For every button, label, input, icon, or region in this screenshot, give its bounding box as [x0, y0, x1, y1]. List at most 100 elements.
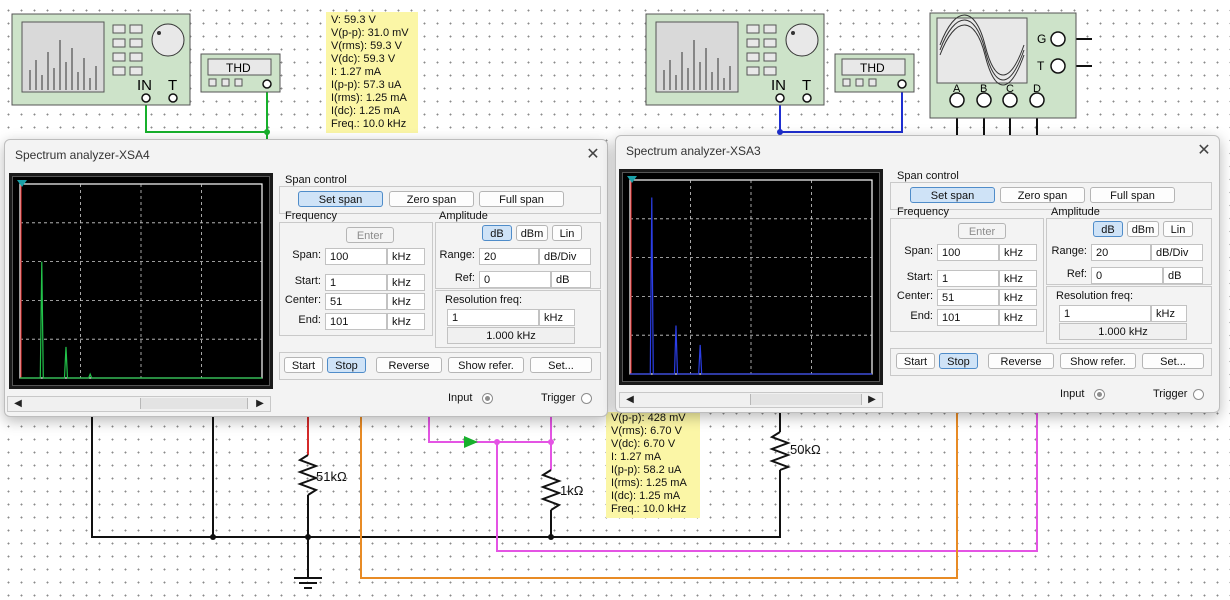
close-icon[interactable]: ✕ [1197, 142, 1211, 159]
wire-black-left[interactable] [91, 415, 308, 538]
close-icon[interactable]: ✕ [586, 146, 600, 163]
amplitude-label: Amplitude [439, 210, 488, 222]
scroll-right-icon[interactable]: ▶ [868, 394, 876, 405]
thd-meter-icon-left[interactable] [200, 53, 281, 93]
set-span-button[interactable]: Set span [910, 187, 995, 203]
resistor-r1[interactable] [297, 454, 319, 496]
wire-orange[interactable] [360, 408, 958, 579]
input-radio[interactable] [1094, 389, 1105, 400]
wire-magenta-loop[interactable] [496, 408, 1038, 552]
resistor-r3[interactable] [769, 431, 791, 471]
spectrum-display[interactable] [9, 173, 273, 389]
show-refer-button[interactable]: Show refer. [1060, 353, 1136, 369]
probe-line: I(dc): 1.25 mA [611, 490, 681, 502]
scope-channel-a: A [953, 83, 961, 95]
stop-button[interactable]: Stop [939, 353, 978, 369]
spectrum-analyzer-window-xsa4[interactable]: Spectrum analyzer-XSA4 ✕ ◀ ▶ Span contro… [4, 139, 608, 417]
scroll-thumb[interactable] [140, 398, 248, 409]
probe-line: Freq.: 10.0 kHz [331, 118, 407, 130]
probe-line: Freq.: 10.0 kHz [611, 503, 687, 515]
dbm-button[interactable]: dBm [516, 225, 548, 241]
zero-span-button[interactable]: Zero span [1000, 187, 1085, 203]
thd-meter-icon-right[interactable] [834, 53, 915, 93]
marker-handle-icon[interactable] [627, 176, 637, 183]
wire-blue[interactable] [779, 88, 903, 133]
ref-input[interactable]: 0 [1091, 267, 1163, 284]
trigger-radio[interactable] [581, 393, 592, 404]
signal-arrow-icon [464, 436, 478, 448]
wires [91, 38, 1092, 579]
display-scrollbar[interactable]: ◀ ▶ [7, 396, 271, 412]
center-label: Center: [896, 290, 933, 302]
db-button[interactable]: dB [1093, 221, 1123, 237]
range-unit: dB/Div [539, 248, 591, 265]
trigger-radio[interactable] [1193, 389, 1204, 400]
end-input[interactable]: 101 [325, 313, 387, 330]
display-scrollbar[interactable]: ◀ ▶ [619, 392, 883, 408]
resolution-input[interactable]: 1 [447, 309, 539, 326]
thd-right-label: THD [860, 61, 885, 75]
resistor-r2[interactable] [540, 469, 562, 511]
spectrum-analyzer-window-xsa3[interactable]: Spectrum analyzer-XSA3 ✕ ◀ ▶ Span contro… [615, 135, 1220, 413]
set-span-button[interactable]: Set span [298, 191, 383, 207]
probe-readout-top[interactable]: V: 59.3 V V(p-p): 31.0 mV V(rms): 59.3 V… [326, 12, 418, 133]
end-input[interactable]: 101 [937, 309, 999, 326]
input-radio[interactable] [482, 393, 493, 404]
range-input[interactable]: 20 [1091, 244, 1151, 261]
lin-button[interactable]: Lin [552, 225, 582, 241]
enter-button[interactable]: Enter [346, 227, 394, 243]
scroll-right-icon[interactable]: ▶ [256, 398, 264, 409]
resistor-r3-label: 50kΩ [790, 442, 821, 457]
start-input[interactable]: 1 [937, 270, 999, 287]
enter-button[interactable]: Enter [958, 223, 1006, 239]
spectrum-analyzer-icon-xsa4[interactable] [11, 13, 191, 106]
end-unit: kHz [999, 309, 1037, 326]
dbm-button[interactable]: dBm [1127, 221, 1159, 237]
marker-handle-icon[interactable] [17, 180, 27, 187]
resolution-input[interactable]: 1 [1059, 305, 1151, 322]
span-input[interactable]: 100 [325, 248, 387, 265]
span-input[interactable]: 100 [937, 244, 999, 261]
spectrum-trace [20, 261, 262, 379]
xsa3-t-label: T [802, 77, 811, 94]
center-input[interactable]: 51 [937, 289, 999, 306]
set-button[interactable]: Set... [530, 357, 592, 373]
start-unit: kHz [387, 274, 425, 291]
span-label: Span: [292, 249, 321, 261]
oscilloscope-icon[interactable] [929, 12, 1077, 119]
reverse-button[interactable]: Reverse [376, 357, 442, 373]
start-input[interactable]: 1 [325, 274, 387, 291]
resolution-label: Resolution freq: [445, 294, 523, 306]
stop-button[interactable]: Stop [327, 357, 366, 373]
scroll-left-icon[interactable]: ◀ [626, 394, 634, 405]
wire-magenta[interactable] [428, 412, 551, 443]
range-input[interactable]: 20 [479, 248, 539, 265]
start-button[interactable]: Start [896, 353, 935, 369]
wire-green[interactable] [145, 88, 268, 133]
center-unit: kHz [999, 289, 1037, 306]
probe-readout-bottom[interactable]: V(p-p): 428 mV V(rms): 6.70 V V(dc): 6.7… [606, 412, 700, 518]
start-button[interactable]: Start [284, 357, 323, 373]
full-span-button[interactable]: Full span [1090, 187, 1175, 203]
show-refer-button[interactable]: Show refer. [448, 357, 524, 373]
junctions [210, 129, 783, 540]
probe-line: I(rms): 1.25 mA [331, 92, 407, 104]
db-button[interactable]: dB [482, 225, 512, 241]
center-input[interactable]: 51 [325, 293, 387, 310]
wire-black-bottom[interactable] [308, 470, 781, 538]
resolution-label: Resolution freq: [1056, 290, 1134, 302]
spectrum-display[interactable] [619, 169, 883, 385]
window-title: Spectrum analyzer-XSA3 [626, 144, 761, 158]
ref-input[interactable]: 0 [479, 271, 551, 288]
xsa4-t-label: T [168, 77, 177, 94]
set-button[interactable]: Set... [1142, 353, 1204, 369]
zero-span-button[interactable]: Zero span [389, 191, 474, 207]
lin-button[interactable]: Lin [1163, 221, 1193, 237]
probe-line: I(rms): 1.25 mA [611, 477, 687, 489]
spectrum-analyzer-icon-xsa3[interactable] [645, 13, 825, 106]
scroll-left-icon[interactable]: ◀ [14, 398, 22, 409]
full-span-button[interactable]: Full span [479, 191, 564, 207]
reverse-button[interactable]: Reverse [988, 353, 1054, 369]
scroll-thumb[interactable] [750, 394, 862, 405]
